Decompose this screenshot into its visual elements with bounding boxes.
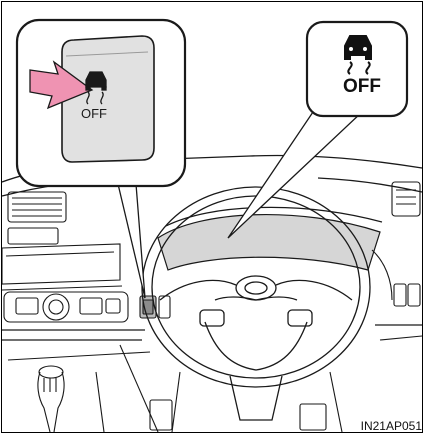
switch-off-label: OFF (81, 106, 107, 121)
figure-code: IN21AP051 (361, 419, 422, 433)
indicator-off-label: OFF (343, 76, 381, 98)
